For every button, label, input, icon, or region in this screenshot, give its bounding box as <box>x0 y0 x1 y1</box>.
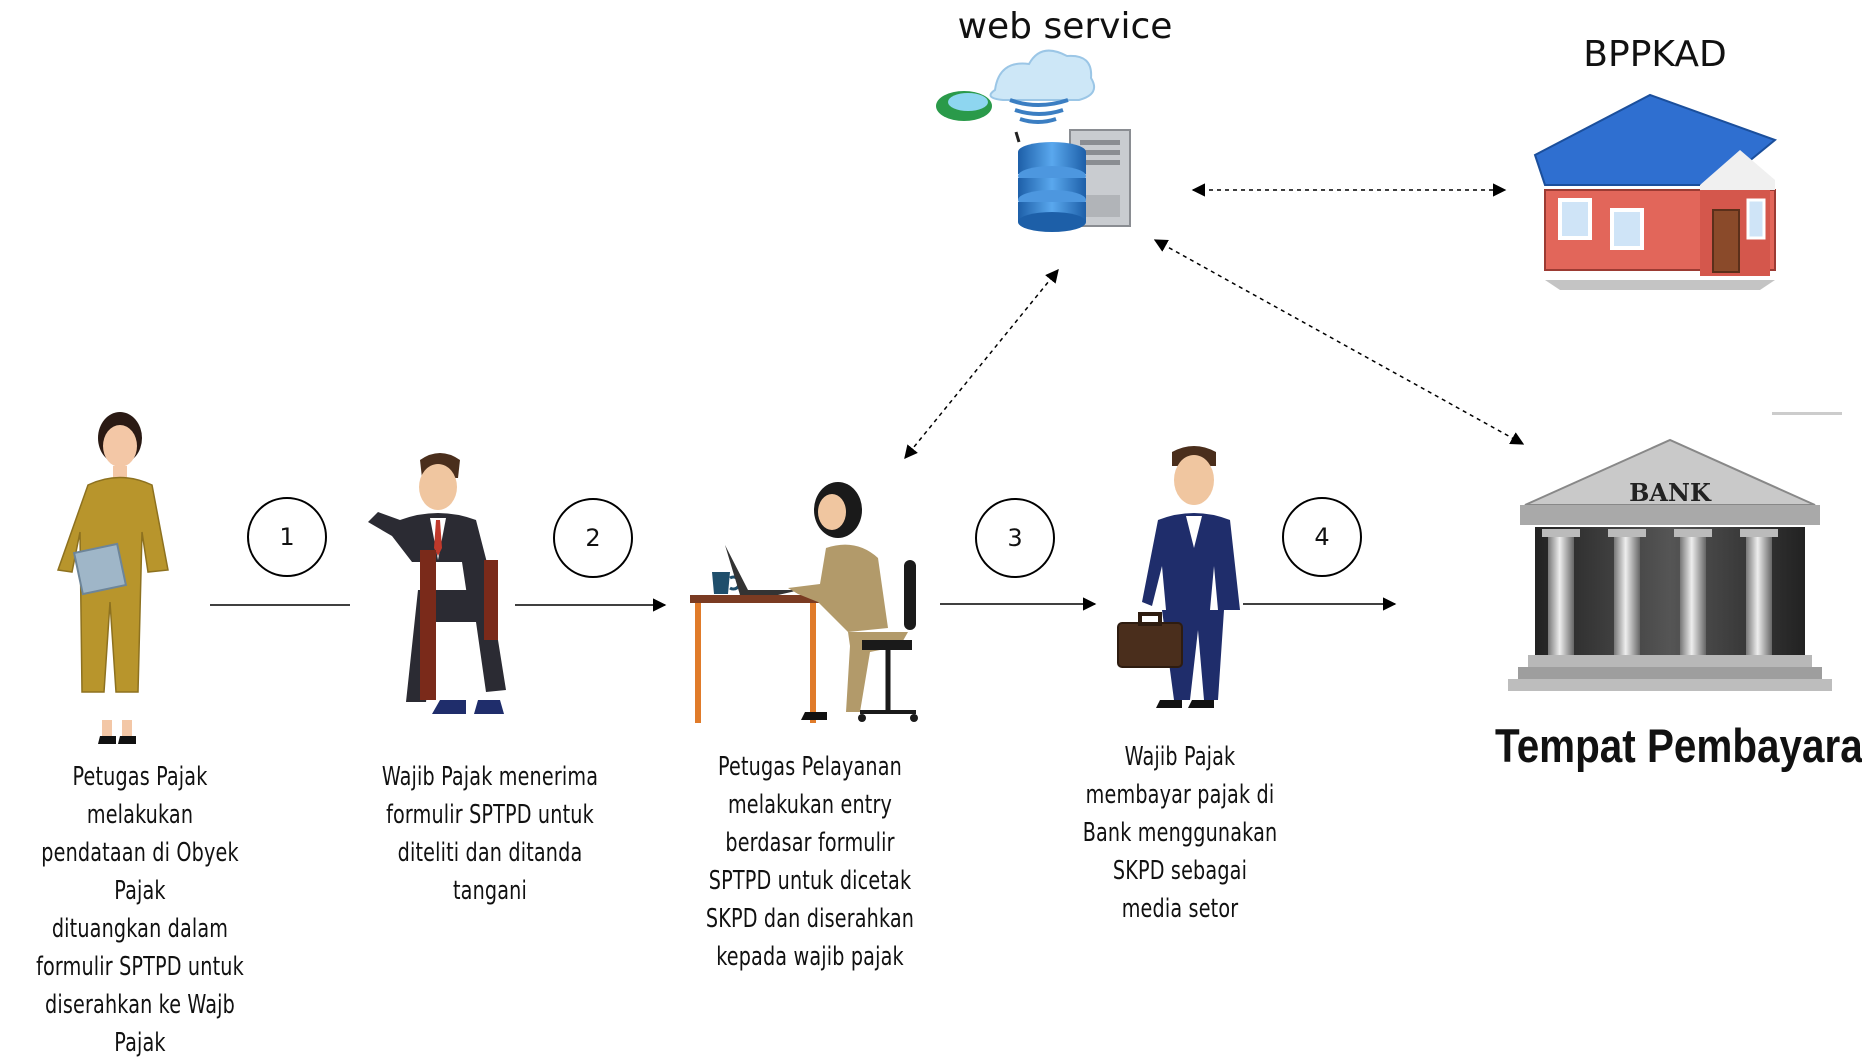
caption-taxpayer-pay: Wajib Pajak membayar pajak di Bank mengg… <box>1057 738 1303 928</box>
caption-line: media setor <box>1121 894 1239 924</box>
payment-place-label: Tempat Pembayaran <box>1495 719 1862 772</box>
caption-service-officer: Petugas Pelayanan melakukan entry berdas… <box>687 748 933 976</box>
caption-line: tangani <box>452 876 528 906</box>
bank-sign-label: BANK <box>1629 478 1711 507</box>
caption-line: SKPD dan diserahkan <box>705 904 915 934</box>
caption-line: membayar pajak di <box>1085 780 1275 810</box>
woman-at-desk-icon <box>690 482 918 723</box>
caption-line: Petugas Pelayanan <box>718 752 902 782</box>
bppkad-label: BPPKAD <box>1583 34 1727 75</box>
step-circle-3 <box>975 498 1055 578</box>
caption-line: SPTPD untuk dicetak <box>708 866 912 896</box>
caption-line: SKPD sebagai <box>1112 856 1248 886</box>
step-circle-4 <box>1282 497 1362 577</box>
link-server-service <box>904 268 1059 460</box>
caption-line: melakukan entry <box>727 790 893 820</box>
caption-line: Petugas Pajak melakukan <box>72 762 208 830</box>
female-officer-icon <box>56 412 169 744</box>
seated-businessman-icon <box>368 453 506 714</box>
caption-line: Wajib Pajak menerima <box>381 762 599 792</box>
caption-line: kepada wajib pajak <box>716 942 904 972</box>
step-circle-2 <box>553 498 633 578</box>
bank-building-icon <box>1508 412 1842 691</box>
caption-line: diserahkan ke Wajb Pajak <box>45 990 235 1058</box>
caption-line: dituangkan dalam <box>51 914 229 944</box>
businessman-briefcase-icon <box>1117 446 1240 708</box>
house-icon <box>1533 93 1777 290</box>
caption-taxpayer-receive: Wajib Pajak menerima formulir SPTPD untu… <box>367 758 613 910</box>
step-circle-1 <box>247 497 327 577</box>
link-server-bank <box>1153 239 1525 445</box>
caption-line: formulir SPTPD untuk <box>386 800 594 830</box>
step-number-1: 1 <box>279 523 295 551</box>
caption-officer: Petugas Pajak melakukan pendataan di Oby… <box>17 758 263 1062</box>
web-service-label: web service <box>957 6 1173 47</box>
caption-line: Wajib Pajak <box>1124 742 1236 772</box>
step-number-3: 3 <box>1007 524 1023 552</box>
caption-line: berdasar formulir <box>725 828 895 858</box>
caption-line: Bank menggunakan <box>1082 818 1278 848</box>
step-number-2: 2 <box>585 524 601 552</box>
caption-line: diteliti dan ditanda <box>397 838 583 868</box>
diagram-canvas <box>56 49 1842 744</box>
caption-line: pendataan di Obyek Pajak <box>41 838 239 906</box>
cloud-server-icon <box>936 49 1131 232</box>
step-number-4: 4 <box>1314 523 1330 551</box>
caption-line: formulir SPTPD untuk <box>36 952 244 982</box>
